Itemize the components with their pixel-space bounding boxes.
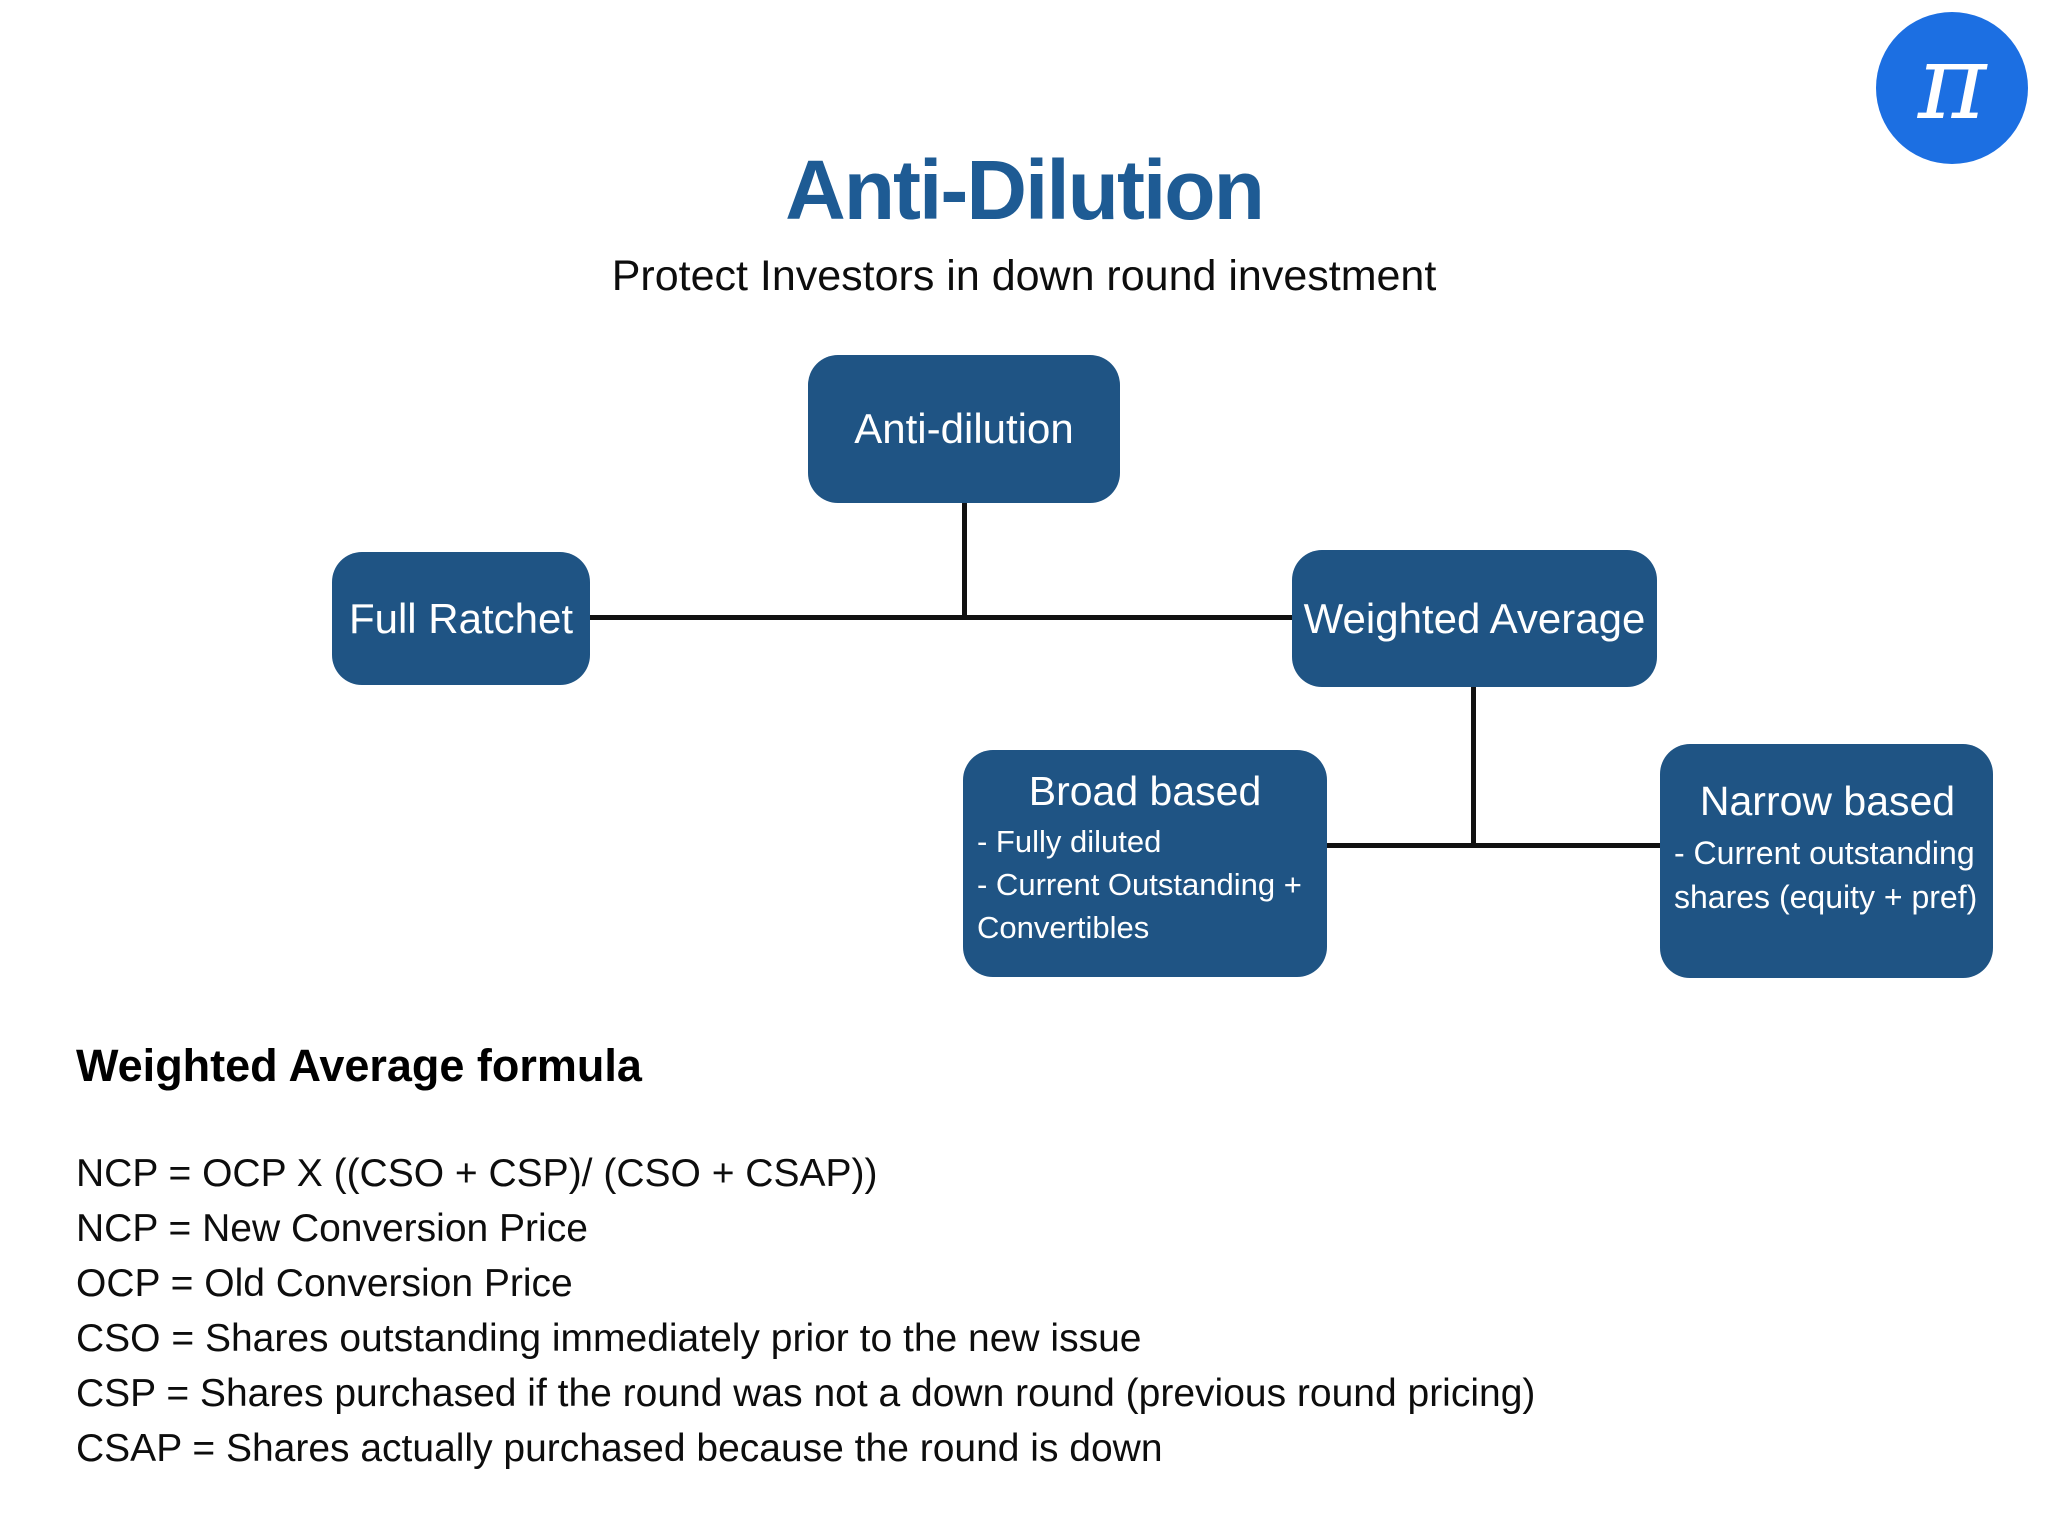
formula-line-main: NCP = OCP X ((CSO + CSP)/ (CSO + CSAP)) (76, 1152, 878, 1195)
connector-root-vertical (962, 503, 967, 620)
node-narrow-based-line1: - Current outstanding shares (equity + p… (1674, 835, 1978, 916)
node-broad-based: Broad based - Fully diluted - Current Ou… (963, 750, 1327, 977)
node-full-ratchet: Full Ratchet (332, 552, 590, 685)
connector-level1-horizontal (590, 615, 1298, 620)
node-broad-based-title: Broad based (1028, 768, 1262, 814)
node-anti-dilution-label: Anti-dilution (854, 405, 1074, 452)
formula-section-heading: Weighted Average formula (76, 1040, 642, 1091)
node-weighted-average-label: Weighted Average (1303, 594, 1646, 642)
node-broad-based-line1: - Fully diluted (977, 824, 1162, 859)
formula-lines: NCP = OCP X ((CSO + CSP)/ (CSO + CSAP)) … (76, 1146, 1535, 1476)
page-subtitle: Protect Investors in down round investme… (611, 252, 1437, 300)
connector-level2-horizontal (1327, 843, 1660, 848)
node-full-ratchet-label: Full Ratchet (348, 594, 574, 642)
formula-line-csp: CSP = Shares purchased if the round was … (76, 1372, 1536, 1415)
formula-line-ocp: OCP = Old Conversion Price (76, 1262, 573, 1305)
pi-logo: π (1876, 12, 2028, 164)
connector-weighted-average-vertical (1471, 687, 1476, 848)
node-narrow-based: Narrow based - Current outstanding share… (1660, 744, 1993, 978)
formula-line-csap: CSAP = Shares actually purchased because… (76, 1427, 1163, 1470)
node-broad-based-line2: - Current Outstanding + Convertibles (977, 866, 1302, 945)
node-narrow-based-title: Narrow based (1699, 778, 1956, 824)
node-anti-dilution: Anti-dilution (808, 355, 1120, 503)
pi-icon: π (1917, 21, 1987, 143)
node-weighted-average: Weighted Average (1292, 550, 1657, 687)
formula-line-cso: CSO = Shares outstanding immediately pri… (76, 1317, 1142, 1360)
formula-line-ncp: NCP = New Conversion Price (76, 1207, 588, 1250)
page-title: Anti-Dilution (785, 143, 1265, 237)
